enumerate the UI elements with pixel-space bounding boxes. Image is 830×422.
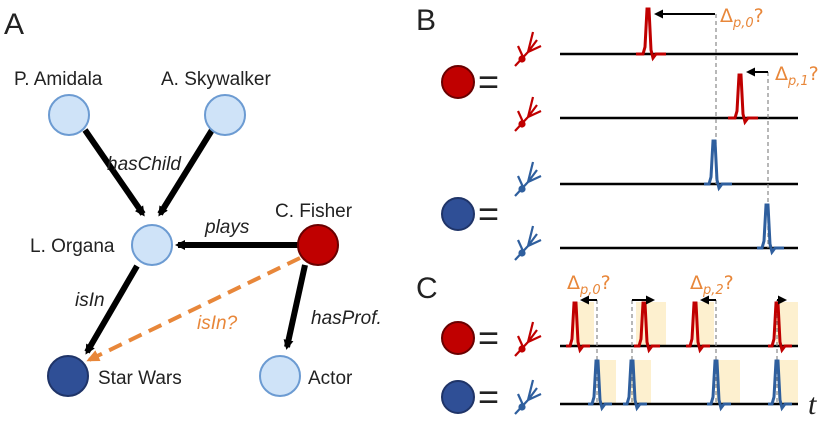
b-spike-blue-1	[757, 203, 784, 256]
edge-label-plays: plays	[204, 217, 250, 238]
node-label-amidala: P. Amidala	[14, 69, 103, 90]
c-time-label: t	[808, 388, 817, 421]
edge-organa-starwars	[84, 264, 140, 355]
node-label-organa: L. Organa	[30, 236, 115, 257]
c-spike-blue-2	[707, 359, 731, 412]
node-actor	[259, 355, 301, 397]
c-spike-red-2	[686, 301, 710, 354]
b-entity-blue	[441, 197, 475, 231]
c-entity-blue	[441, 380, 475, 414]
c-equals-red: =	[478, 317, 499, 358]
b-neuron-blue-0-icon	[514, 161, 542, 197]
edge-label-is-in-inferred: isIn?	[197, 313, 238, 334]
node-label-starwars: Star Wars	[98, 368, 182, 389]
panel-c-letter: C	[416, 272, 438, 305]
c-entity-red	[441, 321, 475, 355]
edge-amidala-organa	[82, 128, 146, 217]
node-fisher	[297, 224, 339, 266]
c-spike-blue-3	[768, 359, 792, 412]
node-starwars	[47, 355, 89, 397]
b-equals-blue: =	[478, 193, 499, 234]
c-delta-label-0: Δp,0?	[567, 272, 611, 298]
b-neuron-red-0-icon	[514, 31, 542, 67]
c-window-blue-3	[778, 360, 798, 404]
b-equals-red: =	[478, 61, 499, 102]
edge-skywalker-organa	[157, 128, 215, 217]
c-neuron-red-icon	[514, 321, 542, 357]
c-spike-red-0	[566, 301, 590, 354]
c-neuron-blue-icon	[514, 379, 542, 415]
node-organa	[131, 224, 173, 266]
b-spike-blue-0	[704, 139, 732, 192]
b-neuron-blue-1-icon	[514, 225, 542, 261]
panel-a-letter: A	[4, 8, 24, 41]
node-skywalker	[204, 94, 246, 136]
panel-b-letter: B	[416, 4, 436, 37]
c-spike-blue-0	[588, 359, 612, 412]
b-spike-red-0	[636, 7, 666, 62]
b-spike-red-1	[728, 73, 758, 126]
edge-label-has-child: hasChild	[107, 154, 182, 175]
b-neuron-red-1-icon	[514, 96, 542, 132]
c-spike-red-1	[634, 301, 660, 354]
edge-label-has-prof: hasProf.	[311, 308, 382, 329]
edge-fisher-actor	[283, 264, 308, 350]
c-delta-label-1: Δp,2?	[690, 272, 734, 298]
c-spike-blue-1	[623, 359, 647, 412]
c-window-red-3	[776, 302, 798, 346]
b-entity-red	[441, 65, 475, 99]
node-amidala	[48, 94, 90, 136]
node-label-actor: Actor	[308, 368, 353, 389]
c-equals-blue: =	[478, 376, 499, 417]
b-delta-label-1: Δp,1?	[775, 63, 819, 89]
node-label-fisher: C. Fisher	[275, 201, 353, 222]
edge-fisher-starwars-inferred	[86, 256, 301, 362]
b-delta-label-0: Δp,0?	[720, 5, 764, 31]
c-window-blue-0	[598, 360, 616, 404]
node-label-skywalker: A. Skywalker	[161, 69, 271, 90]
edge-label-is-in: isIn	[75, 290, 105, 311]
